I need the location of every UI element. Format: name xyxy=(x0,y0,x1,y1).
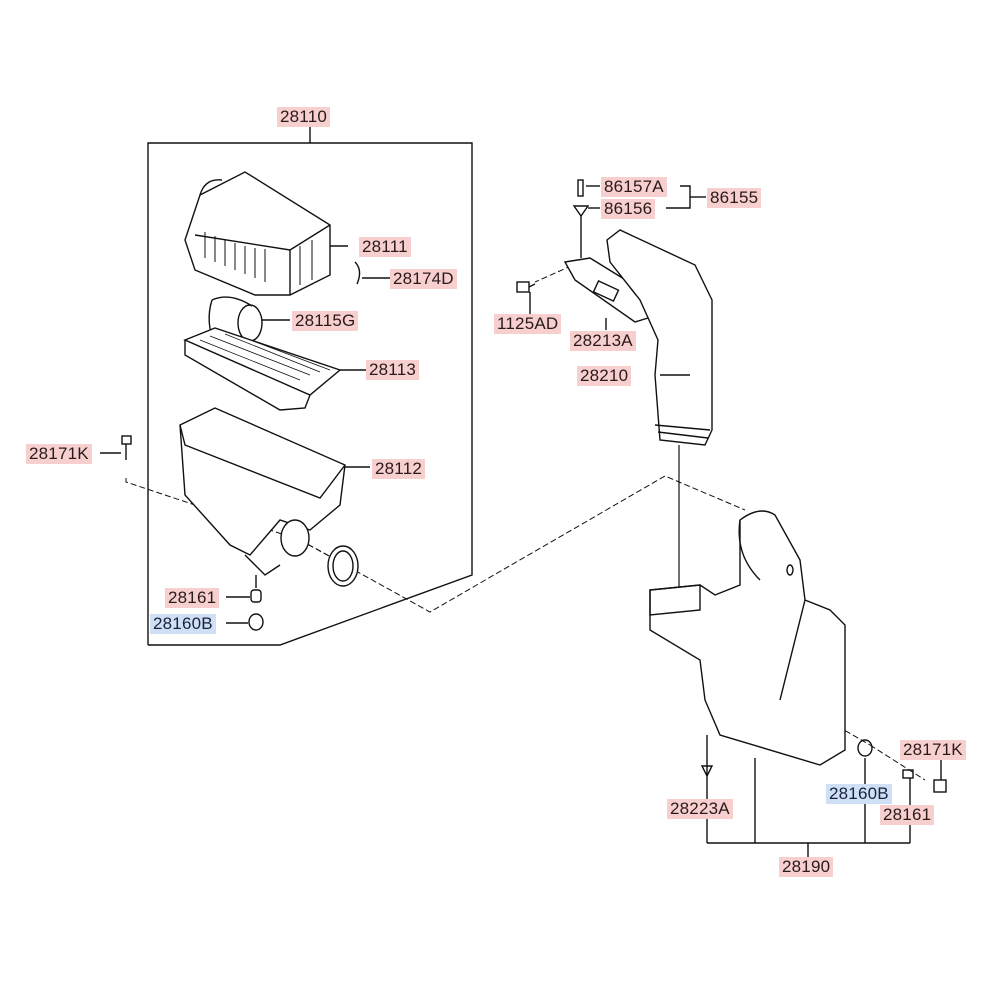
bracket-28190 xyxy=(707,758,910,858)
part-label-28160B-right: 28160B xyxy=(826,784,892,804)
part-label-28161: 28161 xyxy=(165,588,220,608)
air-cleaner-cover xyxy=(184,171,348,296)
grommet-28160B-left xyxy=(226,613,264,631)
part-label-28171K: 28171K xyxy=(26,444,92,464)
part-label-28174D: 28174D xyxy=(390,269,457,289)
part-label-86157A: 86157A xyxy=(601,177,667,197)
intake-duct-28210 xyxy=(606,229,713,595)
part-label-28111: 28111 xyxy=(359,237,411,257)
clip-28174D xyxy=(354,261,390,285)
part-label-86156: 86156 xyxy=(601,199,656,219)
seal-ring xyxy=(327,545,359,587)
part-label-86155: 86155 xyxy=(707,188,762,208)
part-label-28115G: 28115G xyxy=(292,311,359,331)
part-label-28112: 28112 xyxy=(372,459,426,479)
part-label-28190: 28190 xyxy=(779,857,834,877)
part-label-28223A: 28223A xyxy=(667,799,733,819)
air-filter-element xyxy=(183,327,366,411)
part-label-28160B: 28160B xyxy=(150,614,216,634)
part-label-28113: 28113 xyxy=(366,360,420,380)
assembly-box-28110 xyxy=(147,125,473,646)
bolt-28171K-left xyxy=(100,435,132,460)
clip-28223A xyxy=(700,735,714,843)
fasteners-86155 xyxy=(572,179,706,258)
part-label-28210: 28210 xyxy=(577,366,632,386)
part-label-28213A: 28213A xyxy=(570,331,636,351)
resonator-box-28190 xyxy=(649,510,846,766)
part-label-28171K-right: 28171K xyxy=(900,740,966,760)
bolt-28171K-right xyxy=(933,760,947,793)
bolt-1125AD xyxy=(516,281,536,314)
part-label-28161-right: 28161 xyxy=(880,805,935,825)
collar-28161-left xyxy=(226,575,262,603)
part-label-28110: 28110 xyxy=(277,107,331,127)
air-cleaner-lower-case xyxy=(179,407,370,576)
part-label-1125AD: 1125AD xyxy=(494,314,562,334)
